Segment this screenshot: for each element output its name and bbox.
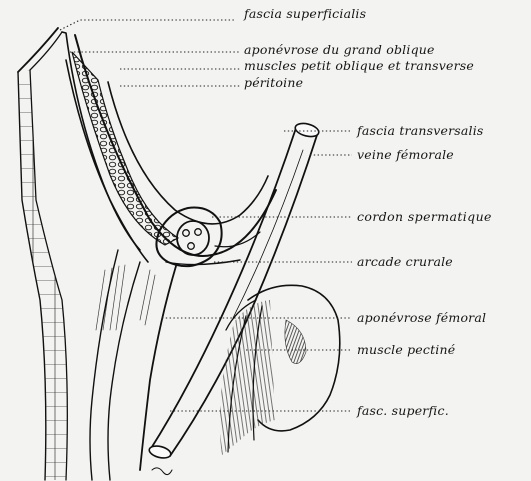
label-veine-femorale: veine fémorale	[357, 148, 454, 162]
label-arcade-crurale: arcade crurale	[357, 255, 453, 269]
label-aponevrose-grand-oblique: aponévrose du grand oblique	[244, 43, 435, 57]
label-fascia-transversalis: fascia transversalis	[357, 124, 484, 138]
label-cordon-spermatique: cordon spermatique	[357, 210, 492, 224]
bottom-mark	[152, 468, 172, 475]
label-fascia-superficialis: fascia superficialis	[244, 7, 366, 21]
label-aponevrose-femoral: aponévrose fémoral	[357, 311, 486, 325]
label-fasc-superfic: fasc. superfic.	[357, 404, 449, 418]
label-muscle-pectine: muscle pectiné	[357, 343, 455, 357]
femoral-fascia	[220, 285, 340, 455]
label-peritoine: péritoine	[244, 76, 303, 90]
leader-lines	[60, 20, 352, 411]
label-muscles-petit-oblique: muscles petit oblique et transverse	[244, 59, 474, 73]
